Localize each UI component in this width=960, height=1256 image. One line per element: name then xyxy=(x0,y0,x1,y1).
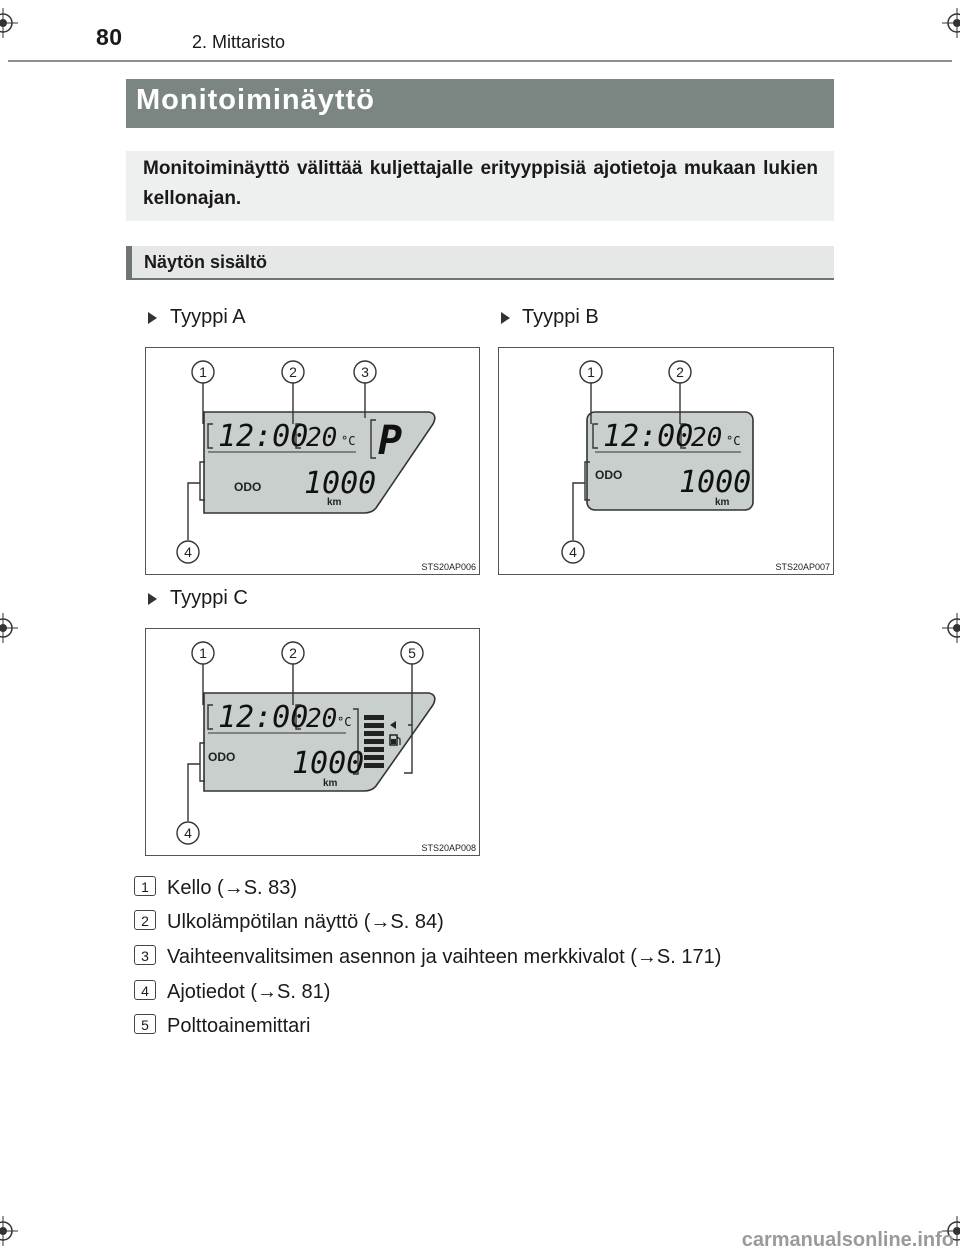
registration-mark-icon xyxy=(0,8,18,38)
header-rule xyxy=(8,60,952,62)
lcd-temp-unit: °C xyxy=(341,434,355,448)
figure-type-b: 1 2 4 12:00 20 °C 1000 ODO km STS20AP007 xyxy=(498,347,834,575)
legend-item: 5 Polttoainemittari xyxy=(134,1014,310,1038)
lcd-clock: 12:00 xyxy=(218,700,308,735)
subheading-bar xyxy=(126,246,834,280)
registration-mark-icon xyxy=(942,1216,960,1246)
figure-code: STS20AP008 xyxy=(421,843,476,853)
callout-label: 1 xyxy=(199,645,207,661)
page-number: 80 xyxy=(96,24,123,50)
figure-code: STS20AP007 xyxy=(775,562,830,572)
callout-label: 1 xyxy=(587,364,595,380)
lcd-odo-label: ODO xyxy=(595,468,622,482)
section-title: Monitoiminäyttö xyxy=(136,84,375,116)
legend-item: 2 Ulkolämpötilan näyttö (→S. 84) xyxy=(134,910,444,934)
lcd-temperature: 20 xyxy=(306,704,337,734)
lcd-clock: 12:00 xyxy=(218,419,308,454)
triangle-bullet-icon xyxy=(148,593,157,605)
callout-label: 4 xyxy=(184,825,192,841)
fuel-pump-icon xyxy=(389,734,401,746)
lcd-temp-unit: °C xyxy=(337,715,351,729)
triangle-bullet-icon xyxy=(148,312,157,324)
registration-mark-icon xyxy=(0,1216,18,1246)
lcd-km-label: km xyxy=(327,497,342,508)
callout-label: 5 xyxy=(408,645,416,661)
lcd-clock: 12:00 xyxy=(603,419,693,454)
legend-item: 3 Vaihteenvalitsimen asennon ja vaihteen … xyxy=(134,945,721,969)
legend-item: 4 Ajotiedot (→S. 81) xyxy=(134,980,330,1004)
registration-mark-icon xyxy=(942,613,960,643)
lcd-odo-label: ODO xyxy=(234,480,261,494)
registration-mark-icon xyxy=(0,613,18,643)
callout-label: 3 xyxy=(361,364,369,380)
triangle-bullet-icon xyxy=(501,312,510,324)
intro-box xyxy=(126,151,834,221)
lcd-odo-label: ODO xyxy=(208,750,235,764)
lcd-odometer: 1000 xyxy=(292,746,364,781)
number-badge: 2 xyxy=(134,910,156,930)
intro-text: Monitoiminäyttö välittää kuljettajalle e… xyxy=(143,158,818,209)
lcd-temp-unit: °C xyxy=(726,434,740,448)
legend-text: Kello (→S. 83) xyxy=(167,877,298,899)
legend-text: Ulkolämpötilan näyttö (→S. 84) xyxy=(167,911,444,933)
figure-type-a: 1 2 3 4 12:00 20 °C P 1000 ODO km STS20A… xyxy=(145,347,480,575)
lcd-gear: P xyxy=(378,418,402,464)
lcd-temperature: 20 xyxy=(306,423,337,453)
type-c-label: Tyyppi C xyxy=(170,587,248,609)
callout-label: 4 xyxy=(569,544,577,560)
subheading: Näytön sisältö xyxy=(144,252,268,272)
figure-code: STS20AP006 xyxy=(421,562,476,572)
lcd-odometer: 1000 xyxy=(304,466,376,501)
number-badge: 1 xyxy=(134,876,156,896)
title-bar xyxy=(126,79,834,128)
legend-text: Polttoainemittari xyxy=(167,1015,311,1037)
number-badge: 3 xyxy=(134,945,156,965)
figure-type-c: 1 2 5 4 12:00 20 °C 1000 ODO km STS20AP0… xyxy=(145,628,480,856)
type-a-label: Tyyppi A xyxy=(170,306,246,328)
watermark: carmanualsonline.info xyxy=(741,1229,954,1251)
number-badge: 4 xyxy=(134,980,156,1000)
type-b-label: Tyyppi B xyxy=(522,306,599,328)
callout-label: 1 xyxy=(199,364,207,380)
callout-label: 4 xyxy=(184,544,192,560)
chapter-title: 2. Mittaristo xyxy=(192,32,286,52)
legend-text: Ajotiedot (→S. 81) xyxy=(167,981,331,1003)
lcd-km-label: km xyxy=(323,778,338,789)
lcd-km-label: km xyxy=(715,497,730,508)
registration-mark-icon xyxy=(942,8,960,38)
lcd-odometer: 1000 xyxy=(679,465,751,500)
lcd-temperature: 20 xyxy=(691,423,722,453)
legend-text: Vaihteenvalitsimen asennon ja vaihteen m… xyxy=(167,946,722,968)
callout-label: 2 xyxy=(289,645,297,661)
legend-item: 1 Kello (→S. 83) xyxy=(134,876,297,900)
number-badge: 5 xyxy=(134,1014,156,1034)
callout-label: 2 xyxy=(676,364,684,380)
subheading-accent xyxy=(126,246,132,280)
callout-label: 2 xyxy=(289,364,297,380)
